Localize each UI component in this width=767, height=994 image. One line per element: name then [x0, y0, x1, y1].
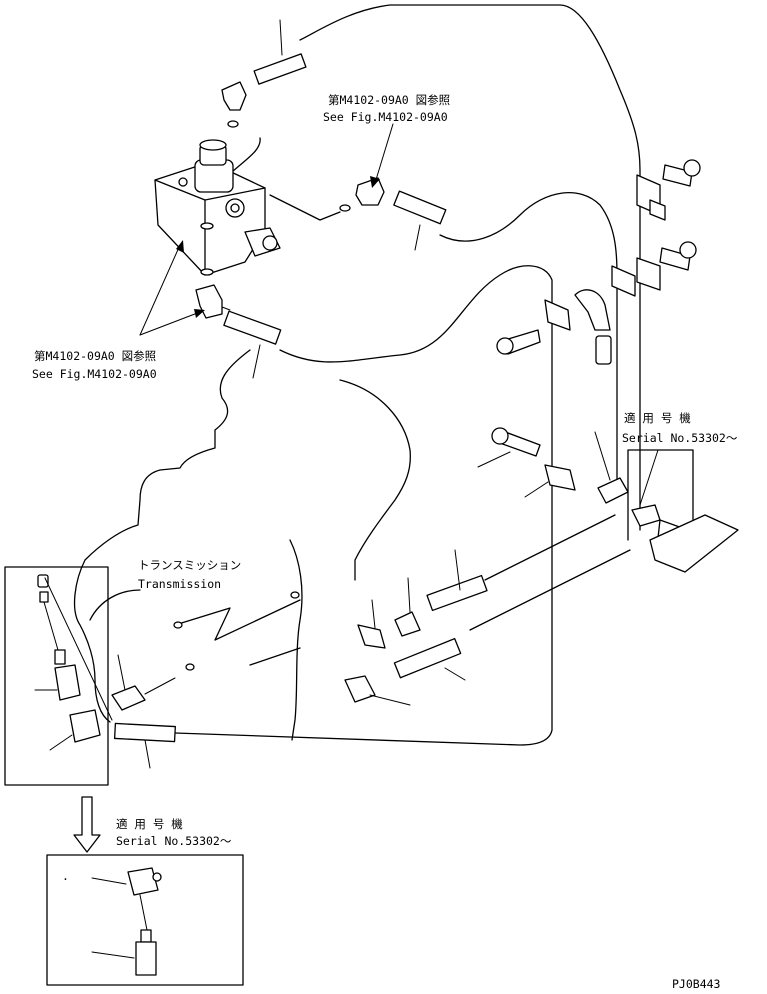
transmission-en: Transmission [138, 577, 221, 591]
solenoid-coil [194, 139, 234, 193]
clamp-top-right [636, 174, 666, 221]
bolt-lower-center [477, 427, 541, 468]
clamp-lower-center [524, 464, 576, 498]
bolt-top-right [662, 159, 701, 187]
hose-end-lower-left [223, 310, 282, 379]
serial-right-en: Serial No.53302～ [622, 431, 738, 445]
serial-bottom-en: Serial No.53302～ [116, 834, 232, 848]
o-rings-valve [200, 204, 351, 276]
bolt-center-left [496, 329, 541, 355]
inset-box-bottom: · [46, 854, 244, 986]
ref-fig-left-en: See Fig.M4102-09A0 [32, 367, 157, 381]
inset-box-left [4, 566, 113, 786]
ref-fig-left-jp: 第M4102-09A0 図参照 [34, 349, 156, 363]
lower-valve-fitting [195, 284, 231, 319]
bullet-dot: · [62, 872, 69, 886]
leader-lines [139, 123, 394, 336]
clamp-mid-right [611, 257, 661, 297]
hose-end-upper [393, 190, 447, 251]
drawing-code: PJ0B443 [672, 977, 721, 991]
clamp-center [544, 289, 612, 365]
hydraulic-hoses [174, 4, 641, 746]
top-elbow-fitting [221, 81, 247, 128]
ref-fig-top-en: See Fig.M4102-09A0 [323, 110, 448, 124]
bolt-mid-right [659, 241, 697, 271]
serial-bottom-jp: 適 用 号 機 [116, 817, 183, 831]
transmission-housing-outline [73, 349, 411, 741]
serial-sensor-right [627, 449, 739, 573]
ref-fig-top-jp: 第M4102-09A0 図参照 [328, 93, 450, 107]
transmission-fittings [111, 549, 488, 769]
down-arrow [73, 796, 101, 853]
adapter-fitting-top [355, 177, 385, 206]
serial-right-jp: 適 用 号 機 [624, 411, 691, 425]
top-hose-end [253, 19, 307, 85]
transmission-jp: トランスミッション [138, 558, 241, 572]
